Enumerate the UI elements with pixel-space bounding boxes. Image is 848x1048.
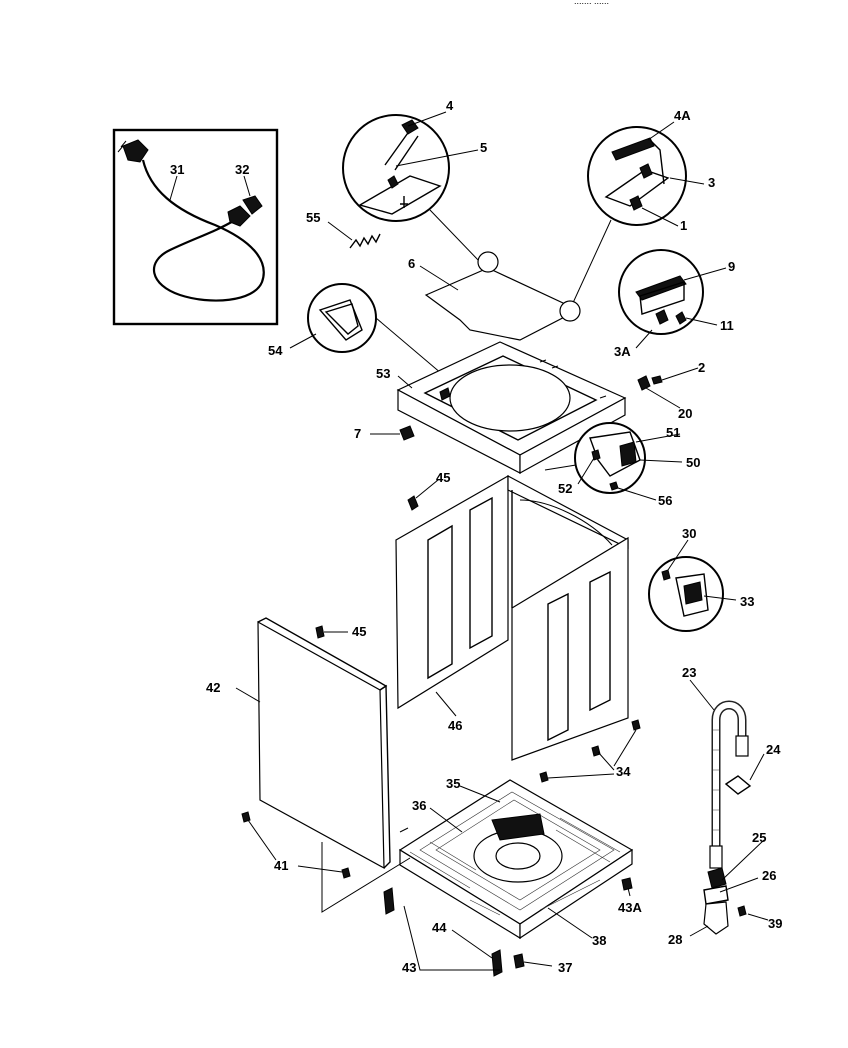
callout-45-upper: 45 — [436, 470, 450, 485]
callout-7: 7 — [354, 426, 361, 441]
callout-33: 33 — [740, 594, 754, 609]
callout-34: 34 — [616, 764, 631, 779]
drain-hose-assembly — [703, 700, 752, 935]
top-clip-part — [637, 375, 651, 391]
foot-part — [513, 953, 525, 969]
top-panel — [396, 341, 627, 475]
callout-23: 23 — [682, 665, 696, 680]
foot-part — [621, 877, 633, 891]
motor-switch-detail-circle — [648, 556, 724, 632]
screw-part — [241, 811, 251, 823]
clip-part — [407, 495, 419, 511]
callout-55: 55 — [306, 210, 320, 225]
spring-part — [349, 233, 381, 249]
tub-ring-detail-circle — [307, 283, 456, 386]
callout-11: 11 — [720, 318, 734, 333]
callout-35: 35 — [446, 776, 460, 791]
callout-3: 3 — [708, 175, 715, 190]
callout-30: 30 — [682, 526, 696, 541]
callout-53: 53 — [376, 366, 390, 381]
callout-32: 32 — [235, 162, 249, 177]
screw-part — [591, 745, 601, 757]
callout-42: 42 — [206, 680, 220, 695]
screw-part — [631, 719, 641, 731]
latch-detail-circle — [571, 126, 687, 306]
header-fragment: ....... ...... — [574, 0, 609, 6]
callout-36: 36 — [412, 798, 426, 813]
callout-38: 38 — [592, 933, 606, 948]
callout-5: 5 — [480, 140, 487, 155]
callout-51: 51 — [666, 425, 680, 440]
callout-4A: 4A — [674, 108, 691, 123]
callout-20: 20 — [678, 406, 692, 421]
callout-56: 56 — [658, 493, 672, 508]
clip-part — [315, 625, 325, 639]
power-cord-inset — [112, 128, 279, 326]
top-screw-part — [399, 425, 415, 441]
top-screw-2-part — [651, 375, 663, 385]
callout-1: 1 — [680, 218, 687, 233]
guide-lines — [321, 827, 411, 913]
callout-45-lower: 45 — [352, 624, 366, 639]
callout-52: 52 — [558, 481, 572, 496]
callout-28: 28 — [668, 932, 682, 947]
switch-bracket-detail-circle — [544, 422, 646, 494]
lid-panel — [424, 251, 581, 341]
callout-41: 41 — [274, 858, 288, 873]
callout-46: 46 — [448, 718, 462, 733]
callout-24: 24 — [766, 742, 781, 757]
callout-labels: 31 32 4 5 4A 3 1 55 9 6 11 3A 54 53 2 20… — [170, 98, 782, 975]
callout-3A: 3A — [614, 344, 631, 359]
callout-31: 31 — [170, 162, 184, 177]
callout-25: 25 — [752, 830, 766, 845]
callout-26: 26 — [762, 868, 776, 883]
callout-2: 2 — [698, 360, 705, 375]
callout-39: 39 — [768, 916, 782, 931]
screw-part — [539, 771, 549, 783]
lid-switch-detail-circle — [618, 249, 704, 335]
callout-44: 44 — [432, 920, 447, 935]
callout-43A: 43A — [618, 900, 642, 915]
callout-9: 9 — [728, 259, 735, 274]
screw-part — [341, 867, 351, 879]
callout-54: 54 — [268, 343, 283, 358]
front-panel — [257, 617, 391, 870]
callout-6: 6 — [408, 256, 415, 271]
foot-part — [491, 949, 503, 977]
base-frame — [398, 779, 634, 940]
cabinet — [395, 474, 629, 761]
foot-part — [383, 887, 395, 915]
leader-lines — [169, 111, 769, 971]
callout-50: 50 — [686, 455, 700, 470]
callout-4: 4 — [446, 98, 454, 113]
callout-37: 37 — [558, 960, 572, 975]
callout-43: 43 — [402, 960, 416, 975]
